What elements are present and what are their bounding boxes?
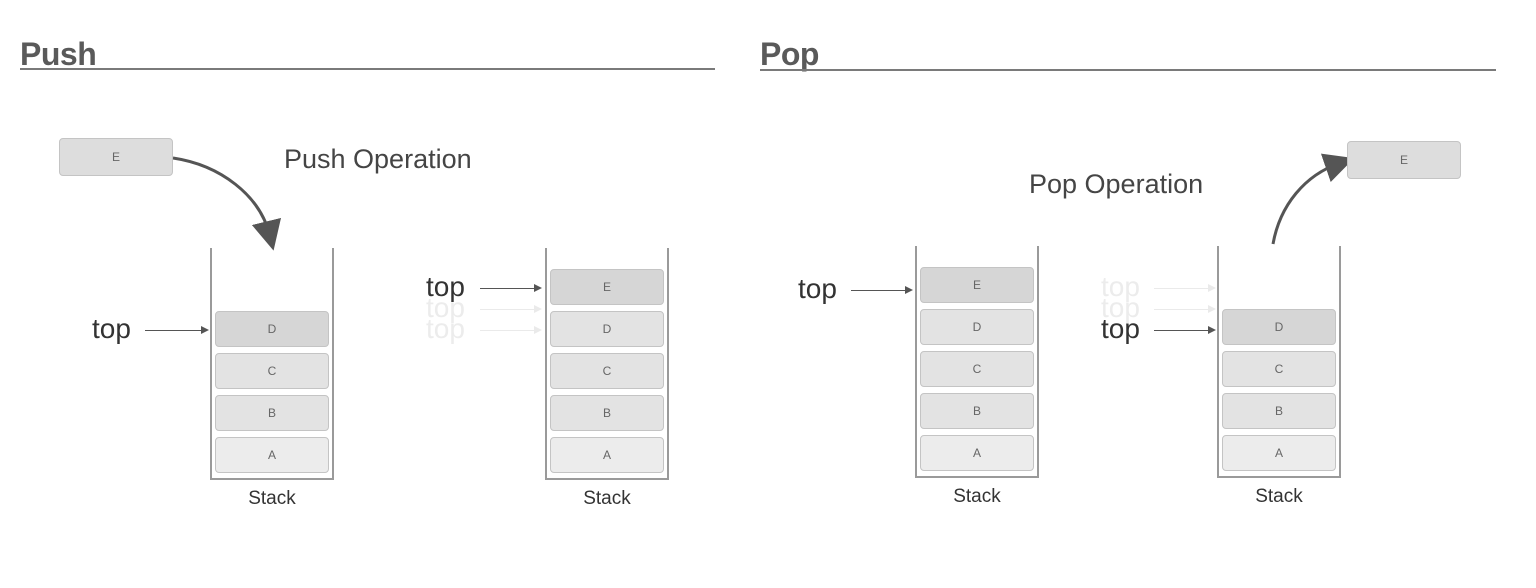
stack-block: A [215,437,329,473]
push-incoming-block: E [59,138,173,176]
stack-block: C [550,353,664,389]
pop-operation-title: Pop Operation [1029,169,1204,199]
stack-block: B [920,393,1034,429]
stack-label: Stack [583,488,631,509]
stack-block: C [215,353,329,389]
pop-stack-after: D C B A [1217,246,1341,478]
top-pointer-arrow [145,326,209,334]
stack-block: D [920,309,1034,345]
push-heading-rule [20,68,715,70]
pop-outgoing-block: E [1347,141,1461,179]
stack-block: E [550,269,664,305]
push-operation-title: Push Operation [284,144,472,174]
ghost-top-arrow [480,305,542,313]
pop-stack-before: E D C B A [915,246,1039,478]
ghost-top-label: top [1101,292,1140,323]
top-pointer-label: top [92,313,131,344]
stack-block: B [215,395,329,431]
stack-block: C [1222,351,1336,387]
stack-block: E [920,267,1034,303]
pop-heading: Pop [760,36,819,72]
stack-block: C [920,351,1034,387]
stack-block: D [215,311,329,347]
stack-block: B [1222,393,1336,429]
pop-heading-rule [760,69,1496,71]
stack-block: B [550,395,664,431]
stack-block: A [550,437,664,473]
ghost-top-label: top [426,292,465,323]
top-pointer-label: top [1101,313,1140,344]
ghost-top-arrow [480,326,542,334]
pop-curve-arrow [1271,153,1355,245]
ghost-top-label: top [1101,271,1140,302]
ghost-top-label: top [426,313,465,344]
ghost-top-arrow [1154,284,1216,292]
stack-block: D [550,311,664,347]
push-stack-after: E D C B A [545,248,669,480]
stack-label: Stack [248,488,296,509]
stack-block: A [1222,435,1336,471]
stack-label: Stack [1255,486,1303,507]
top-pointer-label: top [798,273,837,304]
push-curve-arrow [172,156,282,251]
stack-label: Stack [953,486,1001,507]
stack-block: A [920,435,1034,471]
top-pointer-arrow [851,286,913,294]
stack-block: D [1222,309,1336,345]
push-heading: Push [20,36,97,72]
push-stack-before: D C B A [210,248,334,480]
ghost-top-arrow [1154,305,1216,313]
top-pointer-arrow [480,284,542,292]
top-pointer-label: top [426,271,465,302]
top-pointer-arrow [1154,326,1216,334]
